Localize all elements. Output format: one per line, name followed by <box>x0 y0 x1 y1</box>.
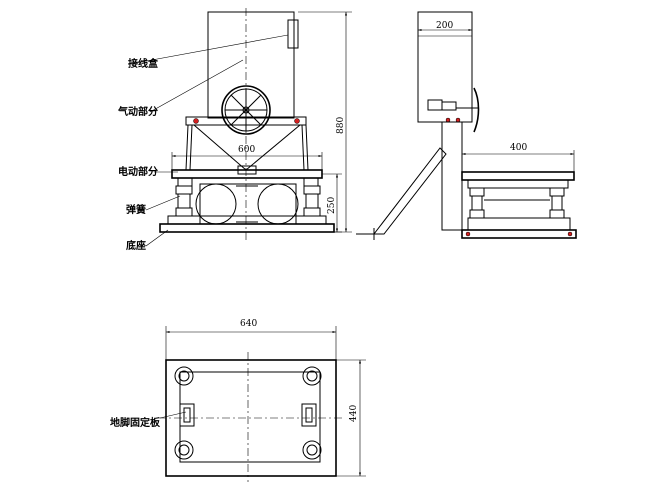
plan-view: 地脚固定板 640 440 <box>110 319 366 482</box>
dim-front-height: 880 <box>336 117 346 134</box>
junction-box-icon <box>287 19 299 49</box>
dim-side-platform: 400 <box>510 143 527 153</box>
pivot-right-icon <box>294 118 300 124</box>
label-electric-part: 电动部分 <box>118 165 158 178</box>
label-anchor-plate: 地脚固定板 <box>110 416 161 429</box>
side-view: 200 <box>356 11 577 240</box>
base-plate <box>159 223 335 233</box>
dim-plan-width: 640 <box>240 319 257 329</box>
dim-spring-height: 250 <box>327 197 337 214</box>
anchor-bolt-tl-icon <box>174 366 194 386</box>
label-pneumatic-part: 气动部分 <box>117 105 158 118</box>
anchor-bolt-bl-icon <box>174 440 194 460</box>
side-valve-icon <box>427 87 480 133</box>
front-view: 接线盒 气动部分 电动部分 弹簧 底座 600 880 250 <box>117 8 352 252</box>
label-spring: 弹簧 <box>126 203 146 216</box>
dim-front-width: 600 <box>238 145 255 155</box>
label-base: 底座 <box>126 239 146 252</box>
label-junction-box: 接线盒 <box>128 57 159 70</box>
spring-right <box>303 185 321 217</box>
pivot-left-icon <box>193 118 199 124</box>
anchor-bolt-br-icon <box>302 440 322 460</box>
dim-plan-depth: 440 <box>349 405 359 422</box>
motor-left-icon <box>195 183 237 225</box>
spring-left <box>175 185 193 217</box>
cabinet-body <box>207 11 295 119</box>
side-spring-left <box>469 187 485 219</box>
dim-side-width: 200 <box>436 21 453 31</box>
anchor-bolt-tr-icon <box>302 366 322 386</box>
side-spring-right <box>549 187 565 219</box>
motor-right-icon <box>257 183 299 225</box>
